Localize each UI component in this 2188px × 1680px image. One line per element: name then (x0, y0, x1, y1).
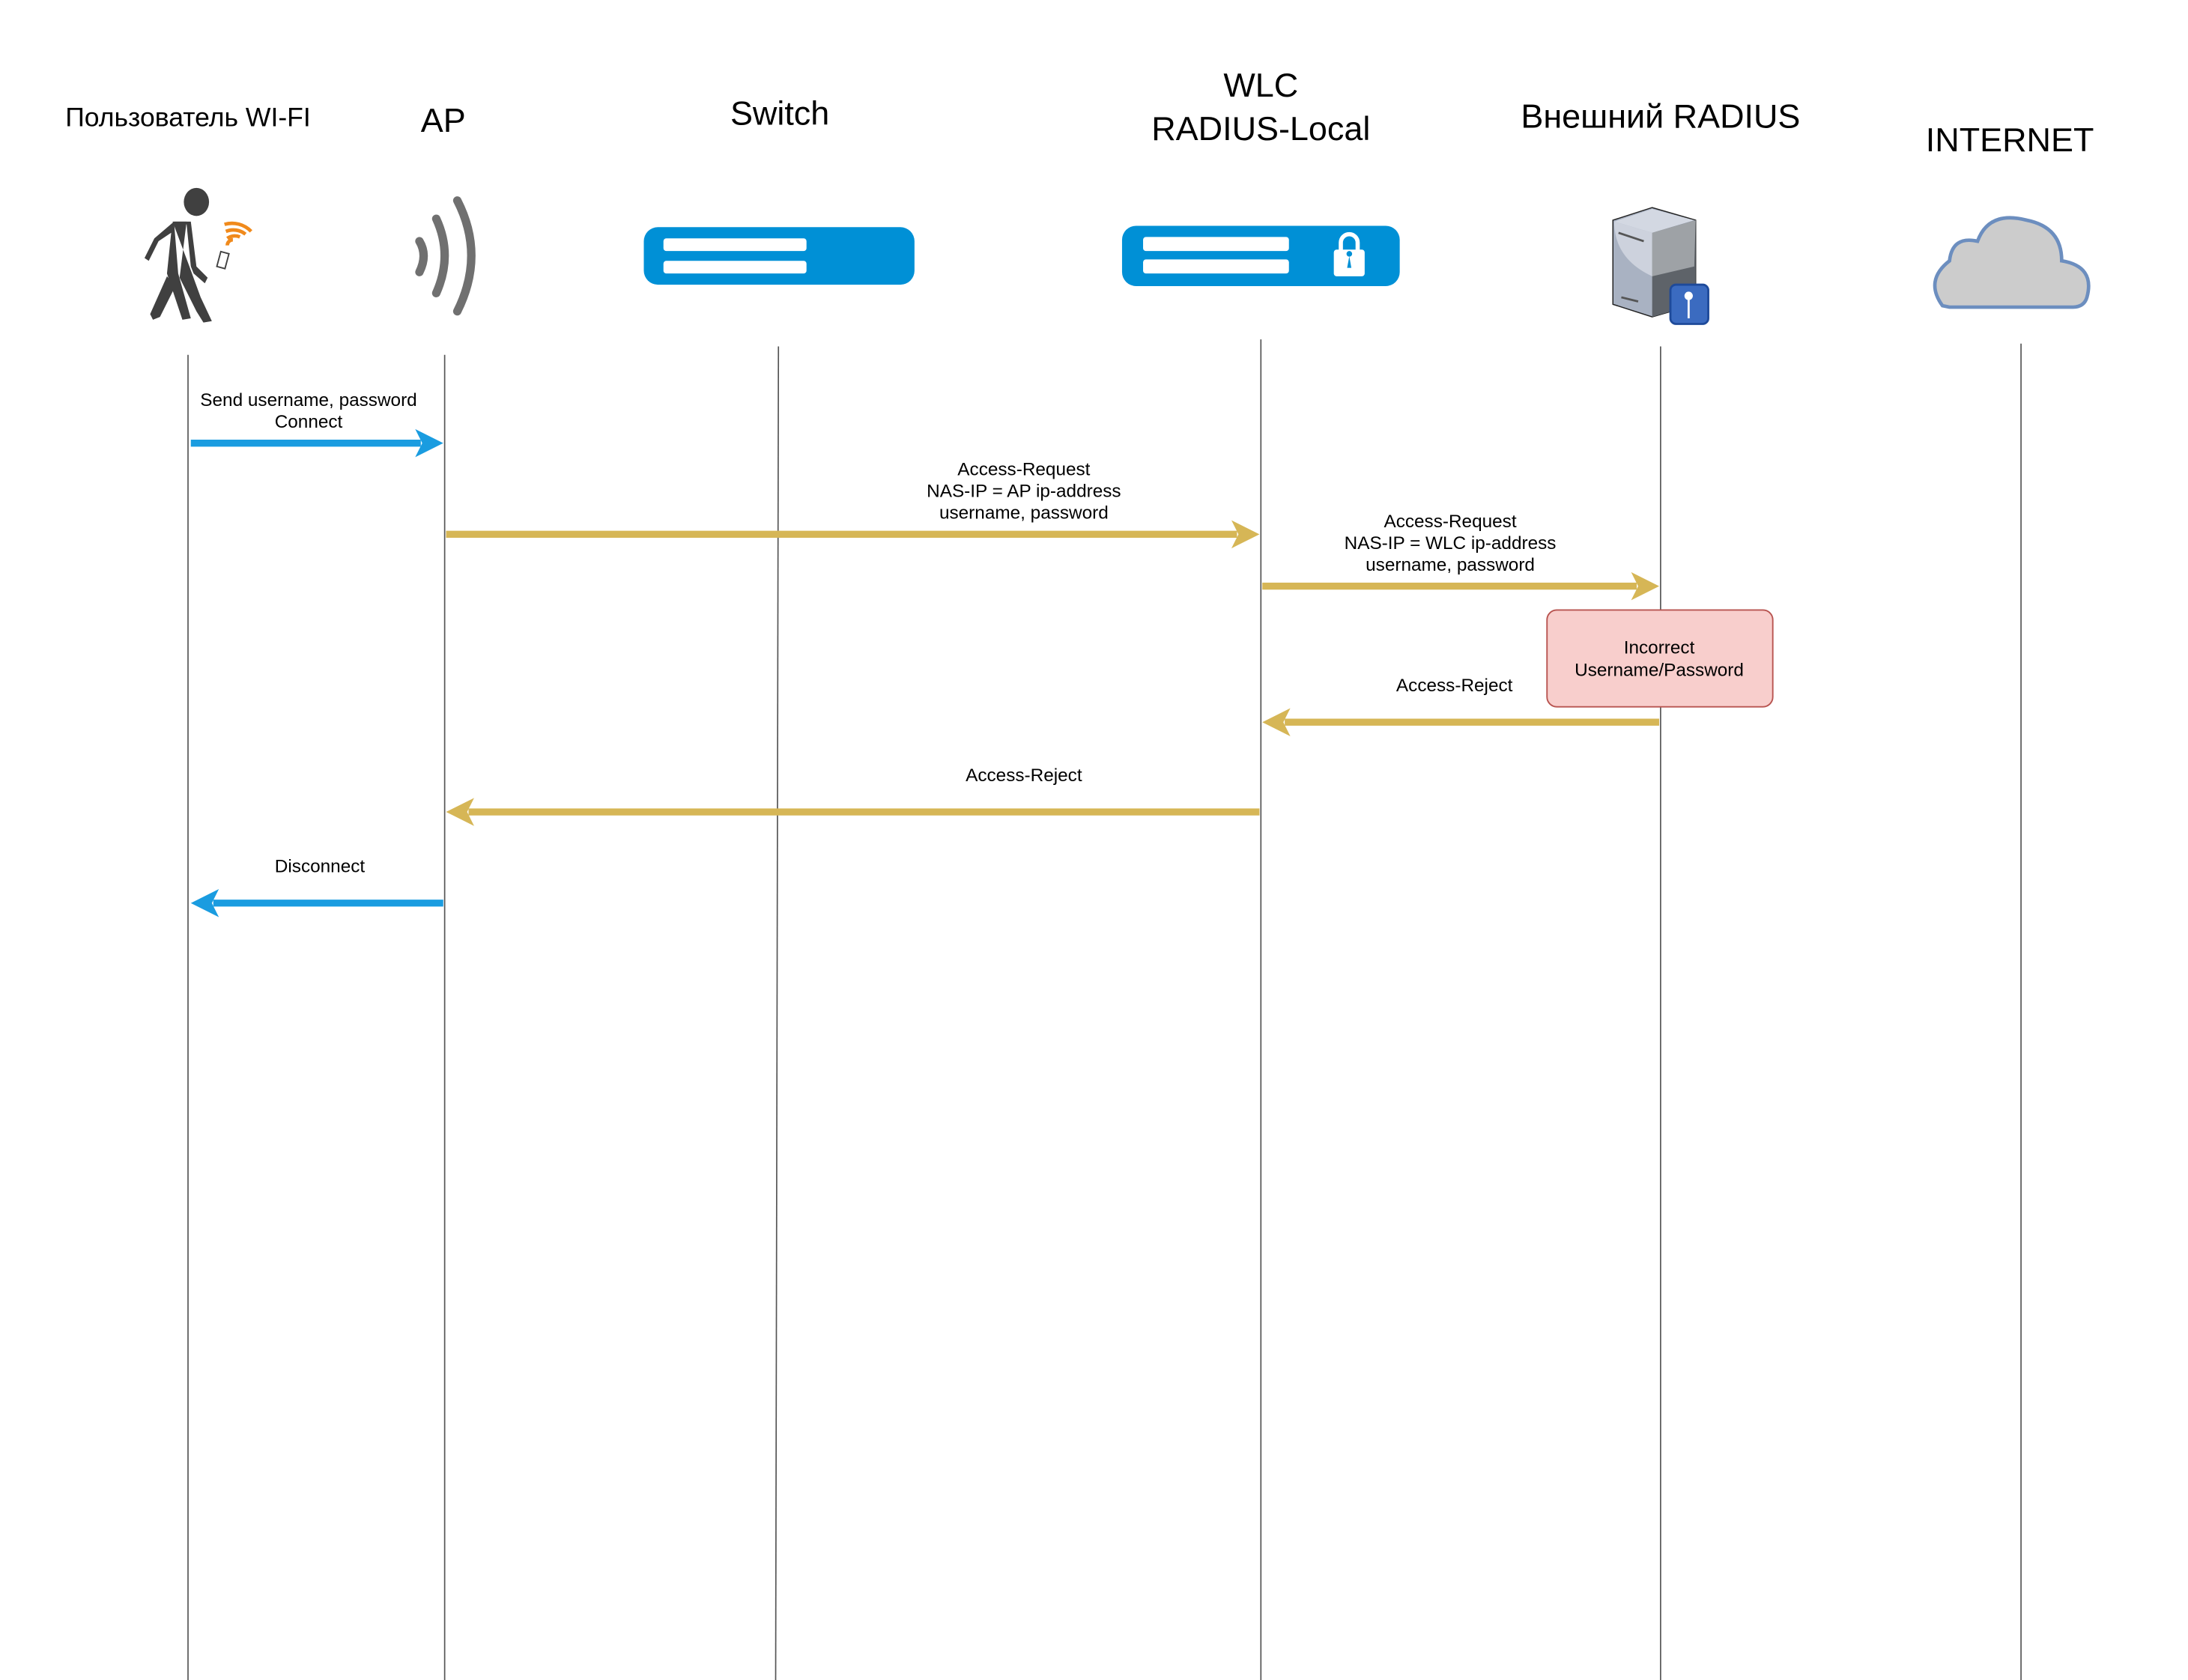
note-line: Username/Password (1575, 660, 1744, 680)
wlc-lock-icon (1121, 225, 1400, 286)
actor-title-user: Пользователь WI-FI (65, 103, 311, 133)
note-line: Incorrect (1624, 637, 1695, 658)
note-incorrect-credentials: Incorrect Username/Password (1546, 609, 1774, 708)
arrowhead-icon (446, 798, 474, 826)
arrowhead-icon (190, 889, 219, 918)
cloud-icon (1933, 216, 2091, 309)
actor-title-switch: Switch (730, 94, 829, 133)
switch-icon (643, 227, 915, 285)
actor-title-internet: INTERNET (1926, 121, 2094, 159)
actor-title-wlc: WLC (1223, 66, 1298, 104)
message-label: username, password (939, 503, 1109, 524)
server-key-icon (1612, 207, 1709, 325)
arrowhead-icon (1231, 520, 1260, 549)
message-label: Connect (275, 412, 343, 432)
lifeline-switch (775, 346, 780, 1680)
message-label: Disconnect (275, 857, 366, 877)
message-wlc-to-ap: Access-Reject (446, 765, 1260, 826)
arrowhead-icon (1262, 708, 1291, 736)
message-label: NAS-IP = WLC ip-address (1345, 533, 1557, 554)
message-label: Access-Reject (1396, 676, 1513, 696)
message-label: Access-Request (1384, 512, 1516, 532)
message-label: Access-Request (957, 460, 1090, 480)
actor-title-radius: Внешний RADIUS (1521, 97, 1800, 135)
wireless-signal-icon (415, 196, 476, 316)
message-label: Send username, password (200, 390, 416, 410)
arrowhead-icon (1631, 571, 1660, 601)
message-ap-to-user: Disconnect (190, 857, 443, 918)
message-label: NAS-IP = AP ip-address (927, 482, 1121, 502)
message-radius-to-wlc: Access-Reject (1262, 676, 1660, 736)
walking-person-phone-wifi-icon (144, 187, 252, 323)
message-label: Access-Reject (966, 765, 1082, 786)
actor-title-wlc-sub: RADIUS-Local (1151, 109, 1370, 148)
arrowhead-icon (415, 428, 443, 458)
message-label: username, password (1366, 555, 1535, 575)
actor-title-ap: AP (421, 101, 466, 139)
